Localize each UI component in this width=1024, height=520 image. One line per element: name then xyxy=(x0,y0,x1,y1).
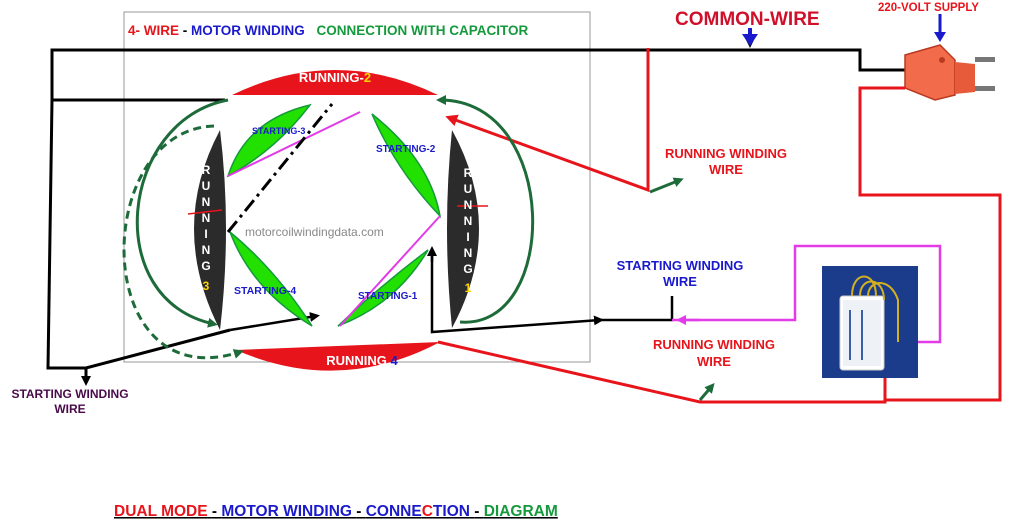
footer-connection-a: CONNE xyxy=(366,503,422,520)
starting-inner-wire-1 xyxy=(227,111,361,177)
watermark: motorcoilwindingdata.com xyxy=(245,225,384,239)
footer-connection-b: C xyxy=(422,503,433,520)
running-4-label-text: RUNNING xyxy=(326,353,390,368)
starting-4-label: STARTING-4 xyxy=(234,285,296,297)
starting-wire-right-b xyxy=(600,296,674,322)
running-1-letter: N xyxy=(464,198,473,212)
running-2-label-text: RUNNING- xyxy=(299,70,364,85)
running-3-letter: I xyxy=(204,227,207,241)
green-loop-left xyxy=(135,98,229,328)
footer-title: DUAL MODE - MOTOR WINDING - CONNECTION -… xyxy=(114,503,558,520)
starting-wire-right xyxy=(430,250,604,334)
dash-dot-connection xyxy=(226,103,334,233)
running-winding-wire-label-1b: WIRE xyxy=(709,162,743,177)
running-3-letter: N xyxy=(202,243,211,257)
running-1-letter: I xyxy=(466,230,469,244)
starting-winding-wire-label-left-b: WIRE xyxy=(54,402,85,416)
footer-connection-c: TION xyxy=(433,503,470,520)
common-wire-label: COMMON-WIRE xyxy=(675,9,820,30)
footer-sep: - xyxy=(212,503,221,520)
starting-winding-wire-label-right-b: WIRE xyxy=(663,274,697,289)
running-1-letter: U xyxy=(464,182,473,196)
running-winding-wire-label-1a: RUNNING WINDING xyxy=(665,146,787,161)
running-winding-wire-label-2a: RUNNING WINDING xyxy=(653,337,775,352)
footer-sep: - xyxy=(474,503,483,520)
capacitor-icon xyxy=(822,266,918,378)
running-4-label: RUNNING 4 xyxy=(326,353,398,368)
starting-winding-wire-label-right-a: STARTING WINDING xyxy=(617,258,744,273)
starting-3-coil xyxy=(226,103,312,178)
title-part-motor: MOTOR WINDING xyxy=(191,23,305,38)
running-wire-2-pointer xyxy=(698,382,715,401)
title-part-wire: 4- WIRE xyxy=(128,23,179,38)
plug-icon xyxy=(904,44,995,101)
running-wire-1-pointer xyxy=(649,177,684,194)
running-1-num: 1 xyxy=(465,281,472,295)
starting-inner-wire-2 xyxy=(339,215,441,327)
running-1-letter: N xyxy=(464,246,473,260)
running-4-label-num: 4 xyxy=(391,353,399,368)
running-2-label: RUNNING-2 xyxy=(299,70,371,85)
footer-dual-mode: DUAL MODE xyxy=(114,503,208,520)
supply-label: 220-VOLT SUPPLY xyxy=(878,2,979,14)
running-3-letter: U xyxy=(202,179,211,193)
running-winding-wire-label-2b: WIRE xyxy=(697,354,731,369)
footer-diagram: DIAGRAM xyxy=(484,503,558,520)
running-3-letter: R xyxy=(202,163,211,177)
running-3-letter: G xyxy=(201,259,210,273)
supply-arrowhead xyxy=(934,32,946,42)
starting-2-label: STARTING-2 xyxy=(376,144,436,155)
running-3-mark xyxy=(187,209,223,215)
green-loop-left-dashed xyxy=(122,124,244,360)
starting-1-label: STARTING-1 xyxy=(358,291,418,302)
running-3-letter: N xyxy=(202,211,211,225)
footer-sep: - xyxy=(356,503,365,520)
running-3-letter: N xyxy=(202,195,211,209)
running-3-label: R U N N I N G 3 xyxy=(201,163,210,293)
starting-4-coil xyxy=(228,229,313,327)
running-red-wire-top xyxy=(445,48,650,193)
title-part-connection: CONNECTION WITH CAPACITOR xyxy=(317,23,529,38)
running-2-label-num: 2 xyxy=(364,70,371,85)
running-2-coil xyxy=(232,70,438,95)
common-wire-line xyxy=(50,48,905,102)
running-1-letter: G xyxy=(463,262,472,276)
starting-2-coil xyxy=(371,113,442,219)
starting-1-coil xyxy=(337,249,429,327)
common-wire-arrowhead xyxy=(742,34,758,46)
starting-winding-wire-label-left-a: STARTING WINDING xyxy=(11,387,128,401)
running-4-coil xyxy=(236,342,440,371)
running-1-coil xyxy=(447,130,479,328)
footer-motor-winding: MOTOR WINDING xyxy=(221,503,352,520)
page-title: 4- WIRE - MOTOR WINDING CONNECTION WITH … xyxy=(128,23,529,38)
green-loop-right xyxy=(436,95,535,324)
capacitor-wire xyxy=(672,244,942,344)
supply-red-wire xyxy=(858,86,1002,402)
running-3-num: 3 xyxy=(203,279,210,293)
title-separator: - xyxy=(183,23,191,38)
running-3-coil xyxy=(194,130,226,330)
running-1-label: R U N N I N G 1 xyxy=(463,166,472,295)
starting-3-label: STARTING-3 xyxy=(252,126,305,136)
running-1-letter: R xyxy=(464,166,473,180)
running-1-letter: N xyxy=(464,214,473,228)
starting-wire-left xyxy=(46,50,231,370)
